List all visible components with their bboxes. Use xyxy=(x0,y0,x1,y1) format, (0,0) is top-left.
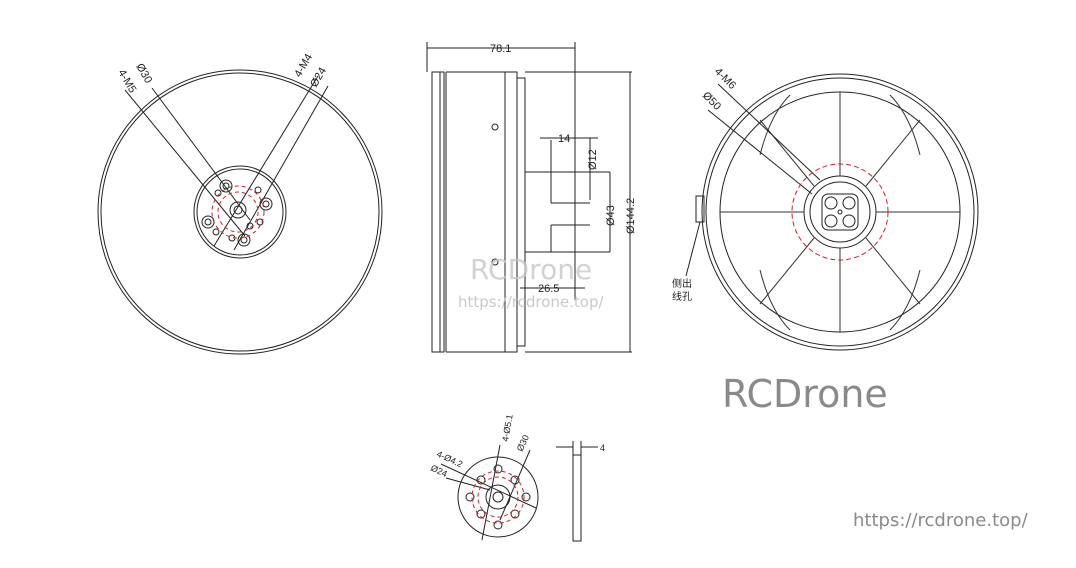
rear-view-pcd xyxy=(791,163,889,261)
plate-label-4-d5-1: 4-Ø5.1 xyxy=(500,414,515,443)
front-label-4-m4: 4-M4 xyxy=(292,52,315,80)
cable-hole-label-line2: 线孔 xyxy=(672,292,692,303)
mount-plate-pcd xyxy=(471,470,525,524)
side-label-78-1: 78.1 xyxy=(490,43,511,55)
cable-hole-label-line1: 侧出 xyxy=(672,279,692,290)
side-label-d12: Ø12 xyxy=(587,149,599,170)
watermark-url: https://rcdrone.top/ xyxy=(853,510,1028,531)
rear-view xyxy=(685,73,979,351)
front-label-4-m5: 4-M5 xyxy=(115,68,138,96)
front-view-pcd xyxy=(211,185,265,239)
watermark-brand: RCDrone xyxy=(722,372,888,416)
plate-label-thickness: 4 xyxy=(600,443,605,453)
front-label-d30: Ø30 xyxy=(133,62,154,86)
front-view xyxy=(97,69,383,355)
plate-label-d24: Ø24 xyxy=(429,463,449,479)
plate-label-d30: Ø30 xyxy=(515,433,531,453)
side-label-26-5: 26.5 xyxy=(538,283,559,295)
watermark-mid-url: https://rcdrone.top/ xyxy=(458,293,604,311)
side-label-d144-2: Ø144.2 xyxy=(625,198,637,234)
watermark-mid-brand: RCDrone xyxy=(470,253,593,286)
mount-plate-front xyxy=(440,444,539,541)
rear-label-d50: Ø50 xyxy=(700,90,723,113)
side-view xyxy=(426,42,632,353)
front-label-d24: Ø24 xyxy=(308,65,329,89)
mount-plate-side xyxy=(556,441,598,542)
rear-label-4-m6: 4-M6 xyxy=(712,66,738,92)
cable-hole-label: 侧出 线孔 xyxy=(672,278,692,304)
side-label-14: 14 xyxy=(558,133,570,145)
side-label-d43: Ø43 xyxy=(605,205,617,226)
